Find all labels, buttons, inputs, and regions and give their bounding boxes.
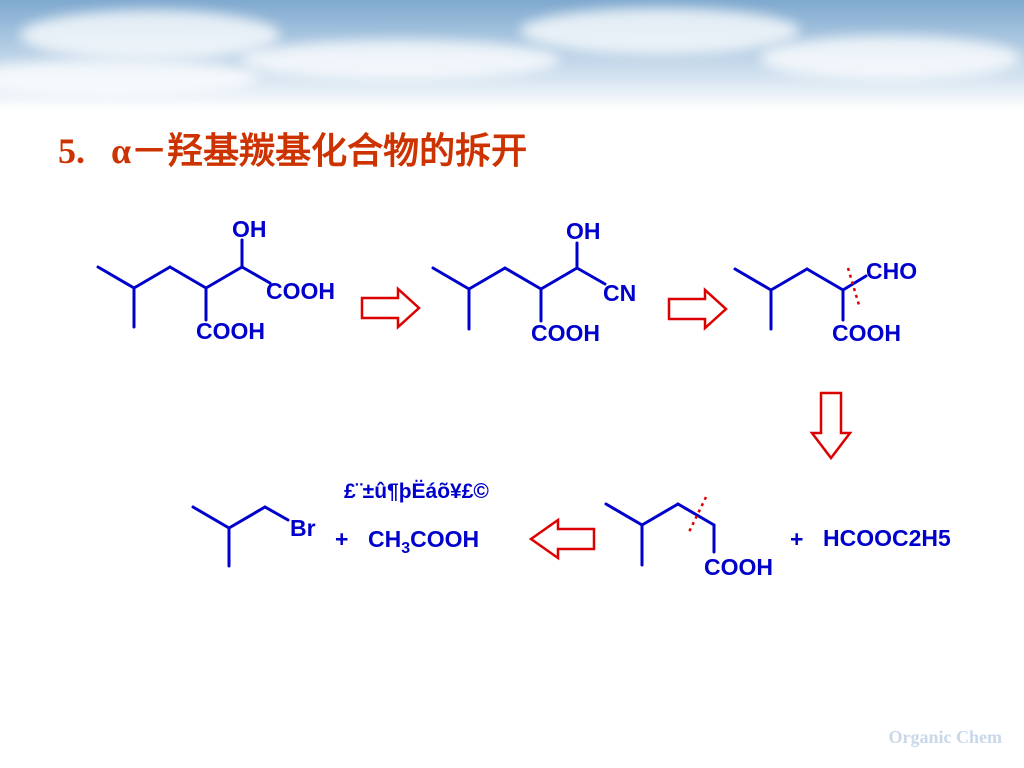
arrow-right-1 bbox=[360, 286, 421, 330]
m4-plus: + bbox=[790, 526, 803, 552]
m1-cooh-right: COOH bbox=[266, 278, 335, 304]
molecule-1 bbox=[96, 238, 272, 329]
m2-cooh-label: COOH bbox=[531, 320, 600, 346]
arrow-left bbox=[528, 517, 596, 561]
m3-cho-label: CHO bbox=[866, 258, 917, 284]
m4-reagent: HCOOC2H5 bbox=[823, 525, 951, 551]
sky-banner bbox=[0, 0, 1024, 110]
m4-cooh-label: COOH bbox=[704, 554, 773, 580]
title-number: 5. bbox=[58, 131, 85, 171]
molecule-3 bbox=[733, 267, 868, 331]
m5-acid: CH3COOH bbox=[368, 526, 479, 557]
footer-watermark: Organic Chem bbox=[888, 727, 1002, 747]
title-text: α－羟基羰基化合物的拆开 bbox=[111, 131, 528, 171]
m2-cn-label: CN bbox=[603, 280, 636, 306]
garbled-label: £¨±û¶þËáõ¥£© bbox=[344, 480, 489, 503]
molecule-2 bbox=[431, 241, 607, 331]
m5-plus: + bbox=[335, 526, 348, 552]
m2-oh-label: OH bbox=[566, 218, 601, 244]
arrow-right-2 bbox=[667, 287, 728, 331]
m1-oh-label: OH bbox=[232, 216, 267, 242]
molecule-4 bbox=[604, 502, 716, 567]
m3-cooh-label: COOH bbox=[832, 320, 901, 346]
molecule-5 bbox=[191, 505, 290, 568]
m5-br-label: Br bbox=[290, 515, 316, 541]
arrow-down bbox=[809, 391, 853, 461]
slide-title: 5. α－羟基羰基化合物的拆开 bbox=[58, 122, 527, 174]
m1-cooh-bottom: COOH bbox=[196, 318, 265, 344]
